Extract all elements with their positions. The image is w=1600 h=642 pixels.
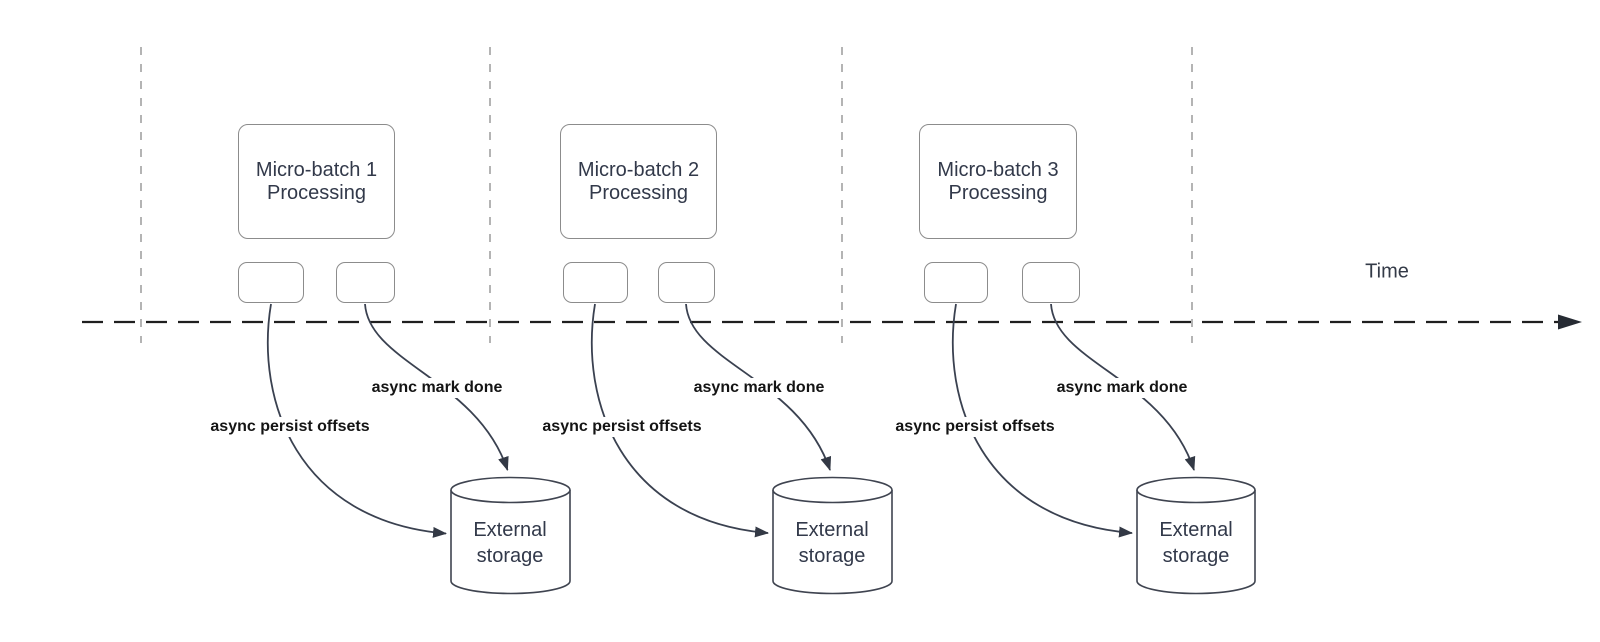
storage-cylinder-2-top <box>772 476 893 504</box>
storage-cylinder-3 <box>1136 476 1256 595</box>
task-box-1-persist <box>238 262 304 303</box>
storage-cylinder-2 <box>772 476 893 595</box>
mark-done-arrow-1 <box>364 303 509 471</box>
mark-done-label-2: async mark done <box>690 378 828 398</box>
mark-done-arrow-3 <box>1050 303 1196 471</box>
persist-offsets-label-2: async persist offsets <box>539 417 705 437</box>
mark-done-label-3: async mark done <box>1053 378 1191 398</box>
task-box-2-done <box>658 262 715 303</box>
process-box-2-label: Micro-batch 2 Processing <box>577 158 700 204</box>
storage-cylinder-1 <box>450 476 571 595</box>
mark-done-label-1: async mark done <box>368 378 506 398</box>
persist-offsets-arrow-3 <box>951 303 1133 538</box>
mark-done-arrow-2 <box>685 303 832 471</box>
time-axis-label: Time <box>1365 260 1409 283</box>
storage-cylinder-1-body <box>450 490 571 595</box>
storage-cylinder-1-top <box>450 476 571 504</box>
task-box-3-done <box>1022 262 1080 303</box>
storage-label-2: External storage <box>795 519 869 567</box>
persist-offsets-label-3: async persist offsets <box>892 417 1058 437</box>
process-box-3-label: Micro-batch 3 Processing <box>937 158 1059 204</box>
task-box-3-persist <box>924 262 988 303</box>
task-box-1-done <box>336 262 395 303</box>
time-axis-arrowhead-icon <box>1558 314 1582 330</box>
persist-offsets-arrow-2 <box>590 303 769 538</box>
persist-offsets-label-1: async persist offsets <box>207 417 373 437</box>
process-box-1-label: Micro-batch 1 Processing <box>255 158 378 204</box>
task-box-2-persist <box>563 262 628 303</box>
storage-cylinder-3-body <box>1136 490 1256 595</box>
process-box-2: Micro-batch 2 Processing <box>560 124 717 239</box>
storage-label-1: External storage <box>473 519 547 567</box>
persist-offsets-arrow-1 <box>266 303 447 538</box>
process-box-1: Micro-batch 1 Processing <box>238 124 395 239</box>
storage-cylinder-2-body <box>772 490 893 595</box>
storage-label-3: External storage <box>1159 519 1233 567</box>
storage-cylinder-3-top <box>1136 476 1256 504</box>
process-box-3: Micro-batch 3 Processing <box>919 124 1077 239</box>
